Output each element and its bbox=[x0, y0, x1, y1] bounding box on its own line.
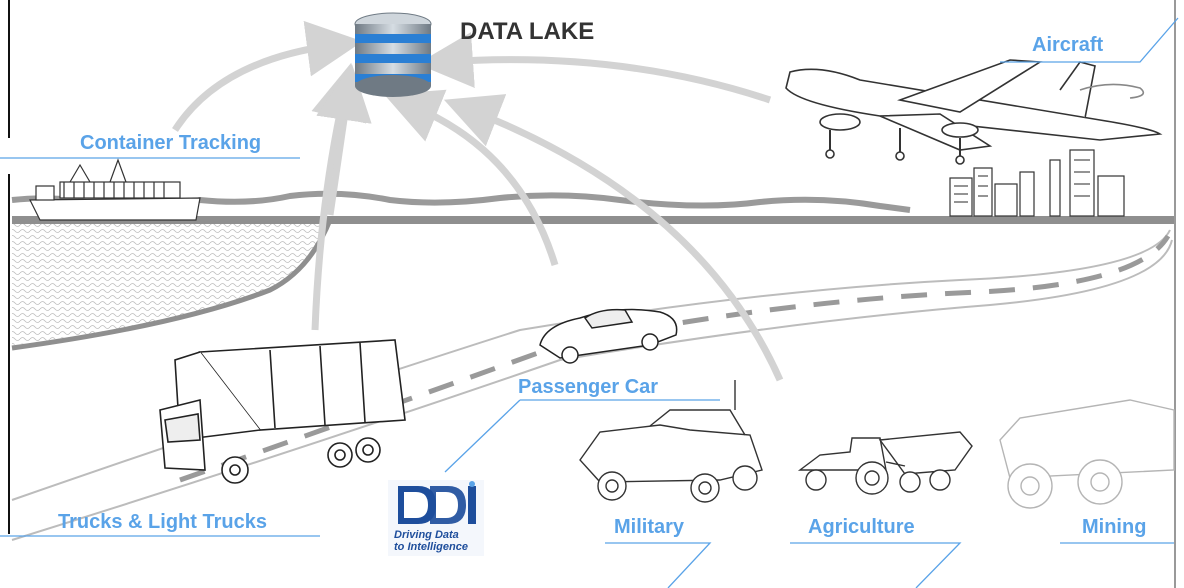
label-aircraft: Aircraft bbox=[1032, 34, 1104, 56]
logo-line-1: Driving Data bbox=[394, 529, 459, 541]
water-area bbox=[12, 220, 330, 345]
mining-truck-icon bbox=[999, 399, 1175, 509]
diagram-title: DATA LAKE bbox=[460, 18, 595, 45]
truck-icon bbox=[159, 339, 406, 484]
aircraft-icon bbox=[785, 59, 1163, 165]
ddi-logo: Driving Data to Intelligence bbox=[388, 480, 484, 556]
label-container-tracking: Container Tracking bbox=[80, 132, 262, 154]
data-flow-arrows bbox=[172, 20, 784, 382]
label-military: Military bbox=[614, 516, 685, 538]
frame-line-top bbox=[8, 0, 10, 138]
city-skyline-icon bbox=[949, 149, 1125, 217]
frame-line-bottom bbox=[8, 174, 10, 534]
database-icon bbox=[354, 12, 432, 97]
logo-line-2: to Intelligence bbox=[394, 541, 468, 553]
label-mining: Mining bbox=[1082, 516, 1147, 538]
coast-curve bbox=[11, 219, 333, 351]
frame-line-right bbox=[1174, 0, 1176, 588]
label-agriculture: Agriculture bbox=[808, 516, 915, 538]
tractor-icon bbox=[797, 431, 973, 495]
passenger-car-icon bbox=[539, 308, 678, 364]
label-leaders bbox=[0, 17, 1179, 588]
label-passenger-car: Passenger Car bbox=[518, 376, 659, 398]
military-vehicle-icon bbox=[579, 380, 763, 503]
container-ship-icon bbox=[29, 158, 201, 221]
label-trucks: Trucks & Light Trucks bbox=[58, 511, 267, 533]
